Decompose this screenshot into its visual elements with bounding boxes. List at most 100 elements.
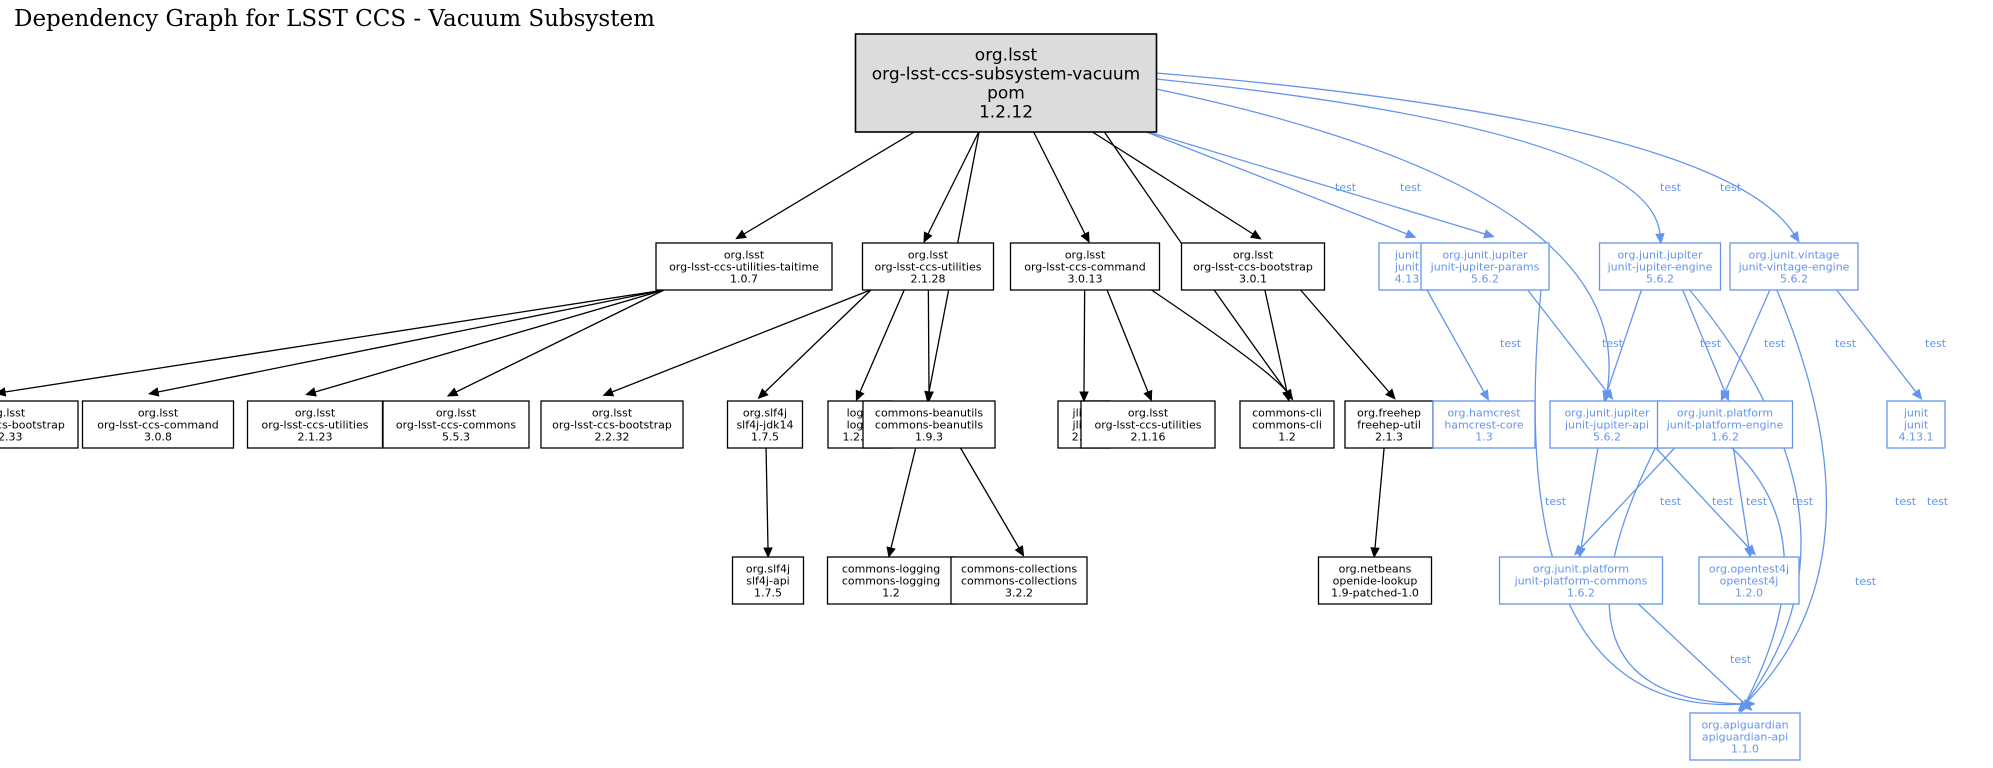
edge-cmd3013-to-cli (1151, 289, 1294, 401)
node-box (655, 242, 833, 291)
node-box (1656, 400, 1794, 449)
edge-cmd3013-to-util2116 (1106, 289, 1153, 402)
node-label-line: org.slf4j (746, 563, 790, 576)
node-label-line: org.lsst (1065, 249, 1106, 262)
node-label-line: org-lsst-ccs-utilities (875, 261, 982, 274)
edge-arrowhead (735, 229, 747, 240)
edge-line (455, 289, 665, 393)
node-label-line: 3.2.2 (1005, 587, 1033, 600)
edge-label: test (1927, 495, 1949, 508)
edge-label: test (1400, 181, 1422, 194)
edge-label: test (1746, 495, 1768, 508)
edge-line (764, 289, 872, 393)
node-label-line: 5.6.2 (1780, 273, 1808, 286)
node-box (382, 400, 530, 449)
node-label-line: org.lsst (138, 407, 179, 420)
node-label-line: junit-jupiter-params (1430, 261, 1540, 274)
edge-root-to-vengine: test (1155, 72, 1800, 243)
node-label-line: 1.1.0 (1731, 743, 1759, 756)
node-label-line: slf4j-api (746, 575, 789, 588)
node-label-line: junit (1394, 249, 1420, 262)
edge-boot301-to-cli (1264, 289, 1292, 402)
edge-vengine-to-pengine: test (1720, 289, 1857, 402)
edge-arrowhead (1483, 229, 1495, 239)
edge-arrowhead (1911, 388, 1923, 401)
node-label-line: org.lsst (295, 407, 336, 420)
edge-root-to-util2128 (923, 131, 980, 244)
edge-line (1264, 289, 1288, 393)
edge-arrowhead (1080, 231, 1090, 244)
edge-arrowhead (1014, 545, 1025, 557)
node-label-line: org.opentest4j (1709, 563, 1789, 576)
node-label-line: commons-collections (961, 563, 1077, 576)
edge-jengine-to-pengine: test (1682, 289, 1786, 402)
edge-line (1148, 131, 1486, 235)
node-pcommons: org.junit.platformjunit-platform-commons… (1498, 556, 1664, 605)
edge-arrowhead (1143, 389, 1153, 402)
node-box (1317, 556, 1433, 605)
node-label-line: org.lsst (724, 249, 765, 262)
node-box (950, 556, 1088, 605)
edge-arrowhead (924, 391, 934, 403)
edge-arrowhead (602, 387, 615, 397)
edge-label: test (1500, 337, 1522, 350)
edge-pengine-to-pcommons: test (1574, 447, 1768, 556)
edge-line (1724, 289, 1771, 393)
edge-taitime-to-util2123 (305, 289, 665, 397)
node-label-line: hamcrest-core (1444, 419, 1524, 432)
node-label-line: commons-logging (842, 563, 940, 576)
node-label-line: junit-jupiter-api (1564, 419, 1649, 432)
edge-line (611, 289, 871, 393)
node-label-line: org.junit.vintage (1749, 249, 1840, 262)
node-jengine: org.junit.jupiterjunit-jupiter-engine5.6… (1598, 242, 1722, 291)
edge-line (1527, 289, 1608, 393)
edge-label: test (1792, 495, 1814, 508)
edge-arrowhead (1079, 391, 1089, 403)
node-label-line: org-lsst-ccs-command (1024, 261, 1146, 274)
edge-taitime-to-boot2233 (0, 289, 665, 397)
node-label-line: 1.2 (882, 587, 900, 600)
edge-line (1580, 447, 1676, 549)
node-label-line: org.junit.jupiter (1442, 249, 1528, 262)
node-label-line: org-lsst-ccs-bootstrap (0, 419, 65, 432)
node-label-line: org.lsst (908, 249, 949, 262)
edge-pcommons-to-apiguardian: test (1637, 603, 1753, 711)
edge-line (1426, 289, 1485, 393)
node-box (862, 400, 996, 449)
node-box (81, 400, 235, 449)
node-vengine: org.junit.vintagejunit-vintage-engine5.6… (1729, 242, 1859, 291)
edge-taitime-to-cmd308 (147, 289, 665, 397)
node-label-line: org-lsst-ccs-utilities (262, 419, 369, 432)
node-label-line: junit-jupiter-engine (1607, 261, 1713, 274)
edge-line (1732, 447, 1750, 549)
edge-line (927, 131, 980, 235)
node-label-line: 1.7.5 (751, 431, 779, 444)
node-label-line: 1.9-patched-1.0 (1331, 587, 1419, 600)
edge-boot301-to-freehep (1300, 289, 1396, 400)
node-label-line: 1.2 (1278, 431, 1296, 444)
edge-label: test (1660, 181, 1682, 194)
node-label-line: org.slf4j (743, 407, 787, 420)
node-box (1886, 400, 1946, 449)
node-box (1180, 242, 1326, 291)
node-taitime: org.lsstorg-lsst-ccs-utilities-taitime1.… (655, 242, 833, 291)
edge-root-to-taitime (735, 131, 915, 240)
edge-label: test (1730, 653, 1752, 666)
edge-arrowhead (1655, 233, 1665, 245)
edge-japi-to-pcommons: test (1576, 447, 1682, 559)
node-label-line: 5.6.2 (1471, 273, 1499, 286)
node-label-line: 2.2.33 (0, 431, 23, 444)
edge-arrowhead (855, 389, 865, 402)
edge-arrowhead (1404, 229, 1417, 239)
node-label-line: 4.13.1 (1899, 431, 1934, 444)
node-label-line: org-lsst-ccs-bootstrap (1193, 261, 1313, 274)
edge-label: test (1925, 337, 1947, 350)
edge-line (1300, 289, 1390, 393)
edge-label: test (1720, 181, 1742, 194)
edge-arrowhead (1720, 389, 1730, 402)
